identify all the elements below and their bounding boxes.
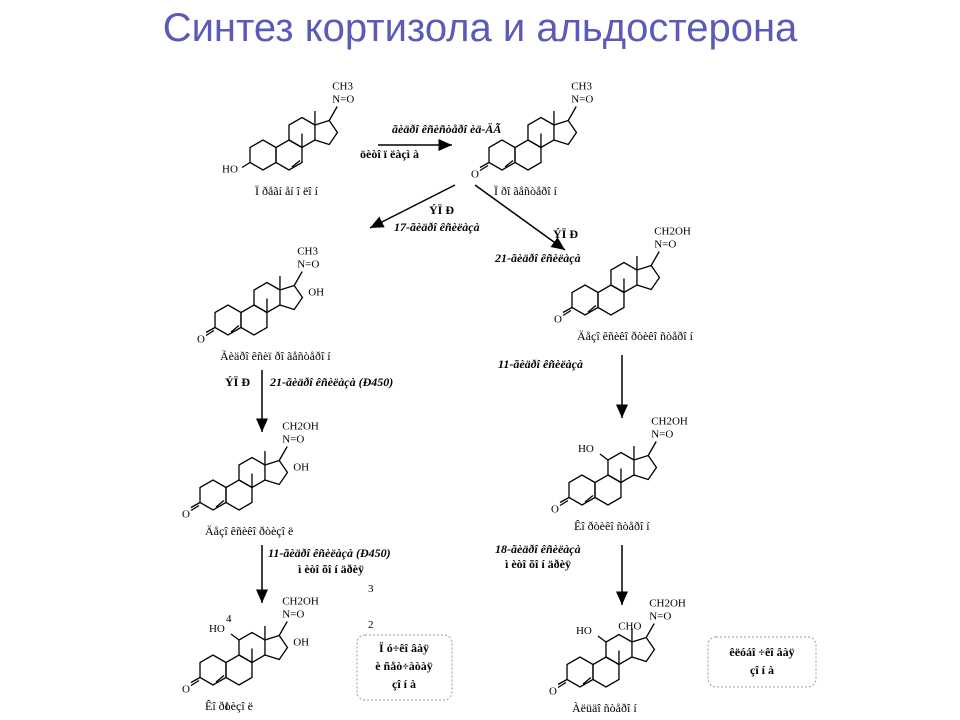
arrow-progesterone-to-hydroxyprogesterone	[369, 184, 456, 229]
enzyme-label: ÝÏ Ð	[553, 227, 578, 241]
arrow-progesterone-to-deoxycorticosterone	[474, 184, 566, 251]
carbon-number: 1	[224, 701, 230, 713]
carbon-number: 3	[368, 583, 374, 595]
atom-label: O	[554, 314, 562, 326]
enzyme-label: ì èòî õî í äðèÿ	[297, 562, 364, 576]
atom-label: O	[471, 169, 479, 181]
zone-box-glomerular: êëóáî ÷êî âàÿ çî í à	[707, 636, 817, 688]
enzyme-label: 11-ãèäðî êñèëàçà (Ð450)	[268, 546, 391, 560]
carbon-number: 2	[368, 619, 374, 631]
enzyme-label: ì èòî õî í äðèÿ	[504, 557, 571, 571]
atom-label: CH2OH	[654, 226, 691, 238]
zone-box-fascicular: Ï ó÷êî âàÿ è ñåò÷àòàÿ çî í à	[356, 634, 453, 701]
atom-label: O	[549, 686, 557, 698]
atom-label: Êî ðòèêî ñòåðî í	[574, 519, 650, 533]
atom-label: CH2OH	[651, 416, 688, 428]
carbon-numbers: 4 3 2 1	[224, 583, 374, 713]
enzyme-label: 21-ãèäðî êñèëàçà (Ð450)	[269, 375, 393, 389]
zone-box-line: çî í à	[392, 677, 416, 691]
atom-label: N=O	[282, 434, 304, 446]
atom-label: Ãèäðî êñèï ðî ãåñòåðî í	[220, 349, 331, 363]
atom-label: O	[182, 684, 190, 696]
atom-label: Êî ðòèçî ë	[205, 699, 253, 713]
atom-label: Ï ðåãí åí î ëî í	[255, 184, 319, 198]
atom-label: HO	[576, 625, 592, 637]
carbon-number: 4	[226, 613, 232, 625]
atom-label: O	[551, 504, 559, 516]
zone-box-line: êëóáî ÷êî âàÿ	[729, 645, 794, 659]
atom-label: Ï ðî ãåñòåðî í	[494, 184, 558, 198]
atom-label: N=O	[571, 94, 593, 106]
zone-box-line: çî í à	[750, 663, 774, 677]
atom-label: Äåçî êñèêî ðòèêî ñòåðî í	[577, 329, 694, 343]
atom-label: Äåçî êñèêî ðòèçî ë	[205, 524, 293, 538]
enzyme-label: öèòî ï ëàçì à	[360, 147, 419, 161]
enzyme-label: ÝÏ Ð	[429, 203, 454, 217]
atom-label: CH3	[571, 81, 592, 93]
atom-label: HO	[578, 443, 594, 455]
atom-label: HO	[209, 623, 225, 635]
atom-label: CH2OH	[282, 421, 319, 433]
atom-label: CH3	[332, 81, 353, 93]
atom-label: OH	[293, 462, 309, 474]
atom-label: O	[197, 334, 205, 346]
reaction-arrows	[256, 139, 628, 605]
enzyme-label: ãèäðî êñèñòåðî èä-ÄÃ	[392, 122, 501, 136]
enzyme-label: 21-ãèäðî êñèëàçà	[494, 251, 581, 265]
atom-label: OH	[293, 637, 309, 649]
atom-label: CH2OH	[282, 596, 319, 608]
atom-label: HO	[222, 164, 238, 176]
atom-label: N=O	[282, 609, 304, 621]
atom-label: N=O	[651, 429, 673, 441]
atom-label: N=O	[332, 94, 354, 106]
enzyme-label: 17-ãèäðî êñèëàçà	[394, 220, 480, 234]
enzyme-label: 11-ãèäðî êñèëàçà	[498, 357, 583, 371]
atom-label: CHO	[618, 621, 641, 633]
enzyme-label: ÝÏ Ð	[225, 375, 250, 389]
enzyme-label: 18-ãèäðî êñèëàçà	[495, 542, 581, 556]
zone-box-line: Ï ó÷êî âàÿ	[379, 641, 429, 655]
atom-label: N=O	[649, 611, 671, 623]
enzyme-labels: ãèäðî êñèñòåðî èä-ÄÃ öèòî ï ëàçì à ÝÏ Ð …	[225, 122, 583, 576]
atom-label: O	[182, 509, 190, 521]
atom-label: N=O	[297, 259, 319, 271]
page-title: Синтез кортизола и альдостерона	[162, 6, 798, 50]
atom-label: N=O	[654, 239, 676, 251]
atom-label: OH	[308, 287, 324, 299]
atom-label: CH2OH	[649, 598, 686, 610]
atom-label: Àëüäî ñòåðî í	[572, 701, 637, 715]
zone-box-line: è ñåò÷àòàÿ	[375, 659, 433, 673]
atom-label: CH3	[297, 246, 318, 258]
